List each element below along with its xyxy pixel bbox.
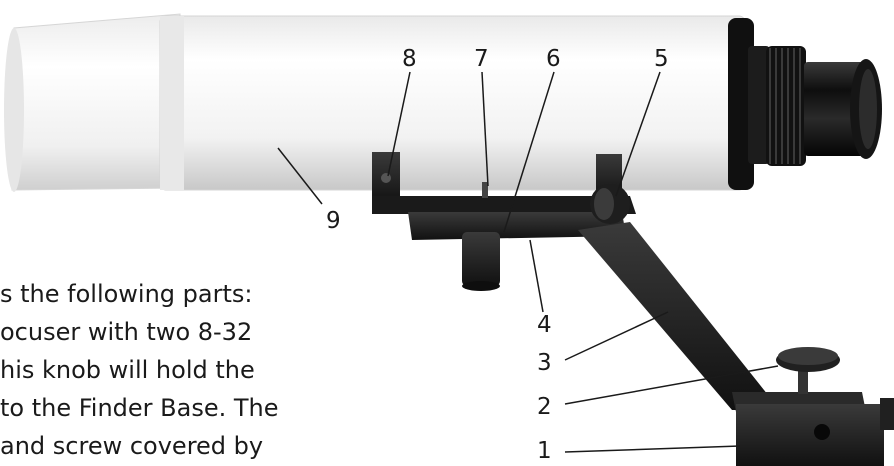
leader-line-8	[387, 71, 411, 177]
callout-6: 6	[546, 46, 561, 72]
leader-line-6	[503, 71, 555, 233]
caption-line-4: to the Finder Base. The	[0, 394, 279, 422]
callout-8: 8	[402, 46, 417, 72]
callout-2: 2	[537, 394, 552, 420]
leader-line-9	[277, 147, 323, 205]
leader-lines	[277, 71, 779, 453]
dew-shield	[4, 13, 181, 192]
finder-bracket	[372, 152, 894, 466]
caption-line-5: and screw covered by	[0, 432, 264, 460]
callout-1: 1	[537, 438, 552, 464]
callout-4: 4	[537, 312, 552, 338]
main-tube	[159, 15, 746, 191]
callout-5: 5	[654, 46, 669, 72]
leader-line-1	[564, 445, 741, 453]
caption-line-2: ocuser with two 8-32	[0, 318, 253, 346]
focuser-assembly	[728, 18, 882, 190]
callout-9: 9	[326, 208, 341, 234]
leader-line-2	[564, 365, 779, 405]
callout-7: 7	[474, 46, 489, 72]
caption-line-3: his knob will hold the	[0, 356, 255, 384]
leader-line-7	[481, 71, 489, 187]
leader-line-4	[529, 239, 544, 313]
leader-line-3	[564, 311, 669, 361]
callout-3: 3	[537, 350, 552, 376]
leader-line-5	[615, 71, 661, 197]
caption-line-1: s the following parts:	[0, 280, 253, 308]
